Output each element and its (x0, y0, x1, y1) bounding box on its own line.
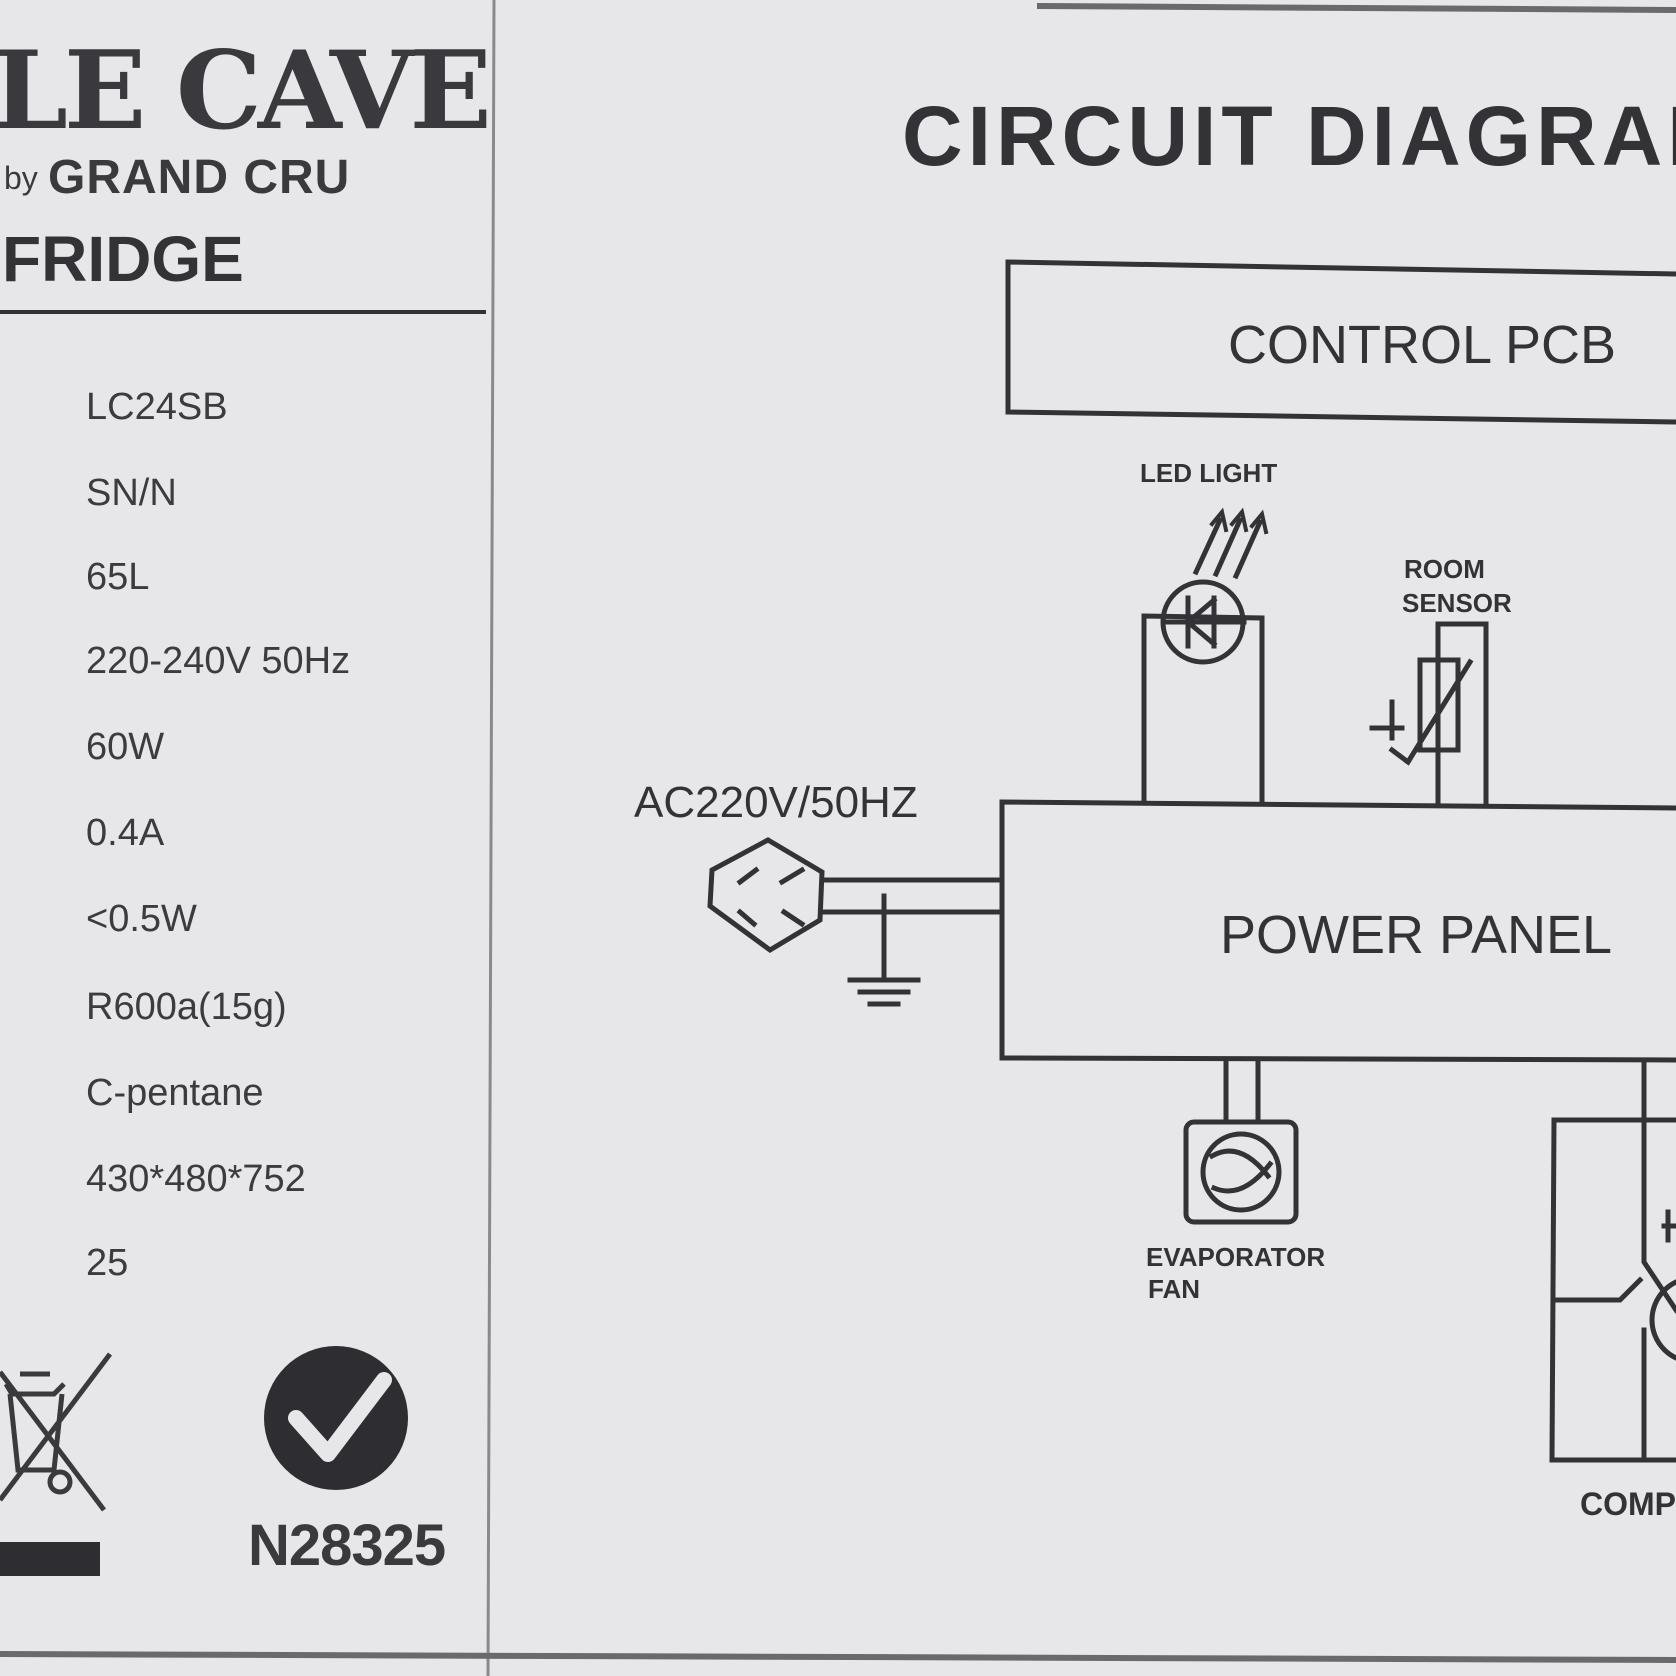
ground-icon (847, 977, 921, 1007)
bottom-rule (0, 1650, 1676, 1664)
diagram-title: CIRCUIT DIAGRAM (902, 89, 1676, 183)
spec-power: 60W (86, 726, 165, 768)
power-panel-box (999, 799, 1676, 1063)
spec-dimensions: 430*480*752 (86, 1158, 306, 1200)
power-panel-label: POWER PANEL (1220, 905, 1613, 965)
compressor-label: COMP (1580, 1486, 1676, 1522)
spec-standby: <0.5W (86, 898, 197, 940)
brand-logo: LE CAVE (0, 28, 492, 154)
product-type: FRIDGE (2, 223, 244, 295)
rcm-checkmark-icon (264, 1346, 408, 1490)
evaporator-fan-icon (1183, 1057, 1299, 1225)
room-sensor-icon (1369, 621, 1489, 805)
supply-voltage-label: AC220V/50HZ (634, 778, 918, 827)
evaporator-fan-label-line2: FAN (1148, 1274, 1200, 1304)
power-plug-icon (707, 837, 1005, 983)
room-sensor-label-line1: ROOM (1404, 554, 1485, 584)
certification-number: N28325 (248, 1513, 446, 1578)
evaporator-fan-label-line1: EVAPORATOR (1146, 1242, 1326, 1272)
brand-by-text: by (4, 160, 38, 196)
led-light-label: LED LIGHT (1140, 458, 1278, 488)
weee-bar (0, 1542, 100, 1576)
control-pcb-label: CONTROL PCB (1228, 315, 1617, 375)
weee-crossed-bin-icon (0, 1352, 112, 1512)
control-pcb-box (1005, 259, 1676, 425)
top-rule (1036, 2, 1676, 14)
compressor-icon (1549, 1057, 1676, 1463)
spec-model: LC24SB (86, 386, 228, 428)
spec-volume: 65L (86, 556, 150, 598)
panel-divider (486, 0, 496, 1676)
spec-voltage: 220-240V 50Hz (86, 640, 351, 682)
led-light-icon (1141, 507, 1269, 805)
spec-climate-class: SN/N (86, 472, 177, 514)
spec-weight: 25 (86, 1242, 129, 1284)
spec-current: 0.4A (86, 812, 165, 854)
spec-foaming-agent: C-pentane (86, 1072, 264, 1114)
sub-brand-logo: GRAND CRU (48, 151, 351, 204)
room-sensor-label-line2: SENSOR (1402, 588, 1512, 618)
spec-refrigerant: R600a(15g) (86, 986, 287, 1028)
